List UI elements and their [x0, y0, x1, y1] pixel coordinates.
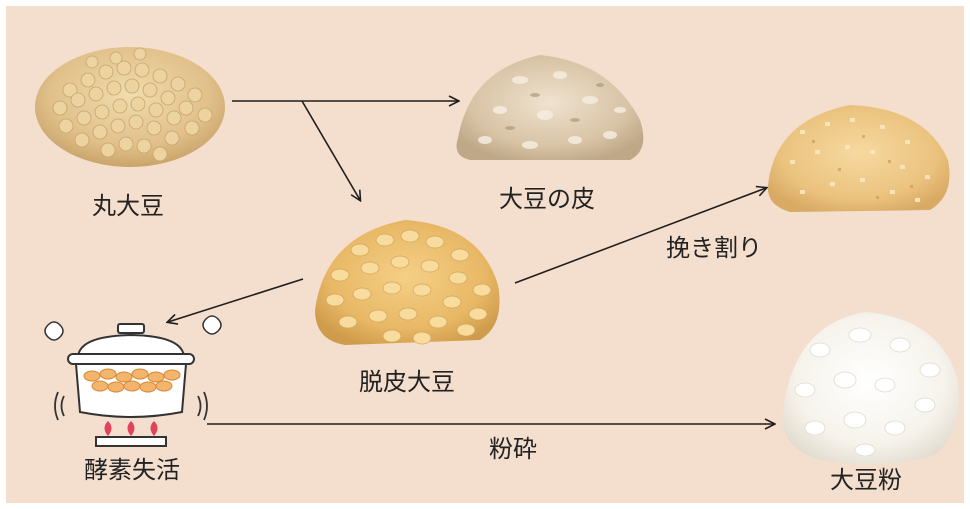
soybean-grits-icon: [767, 105, 950, 212]
label-pulverize: 粉砕: [489, 435, 537, 463]
label-enzyme-inactivation: 酵素失活: [84, 456, 180, 484]
soy-flour-icon: [782, 312, 960, 464]
arrow-whole-to-dehulled: [301, 100, 360, 200]
steam-pot-icon: [44, 315, 222, 447]
label-soy-flour: 大豆粉: [830, 466, 902, 494]
arrow-dehulled-to-grits: [514, 188, 766, 284]
label-whole-soybean: 丸大豆: [92, 192, 164, 220]
label-dehulled-soybean: 脱皮大豆: [359, 368, 455, 396]
soybean-hulls-icon: [456, 55, 644, 160]
label-soybean-skin: 大豆の皮: [499, 185, 595, 213]
label-grinding-coarse: 挽き割り: [666, 234, 762, 262]
flow-arrows: [168, 101, 774, 424]
split-soybeans-icon: [315, 220, 500, 345]
arrow-dehulled-to-pot: [168, 278, 304, 322]
whole-soybeans-icon: [35, 47, 225, 167]
